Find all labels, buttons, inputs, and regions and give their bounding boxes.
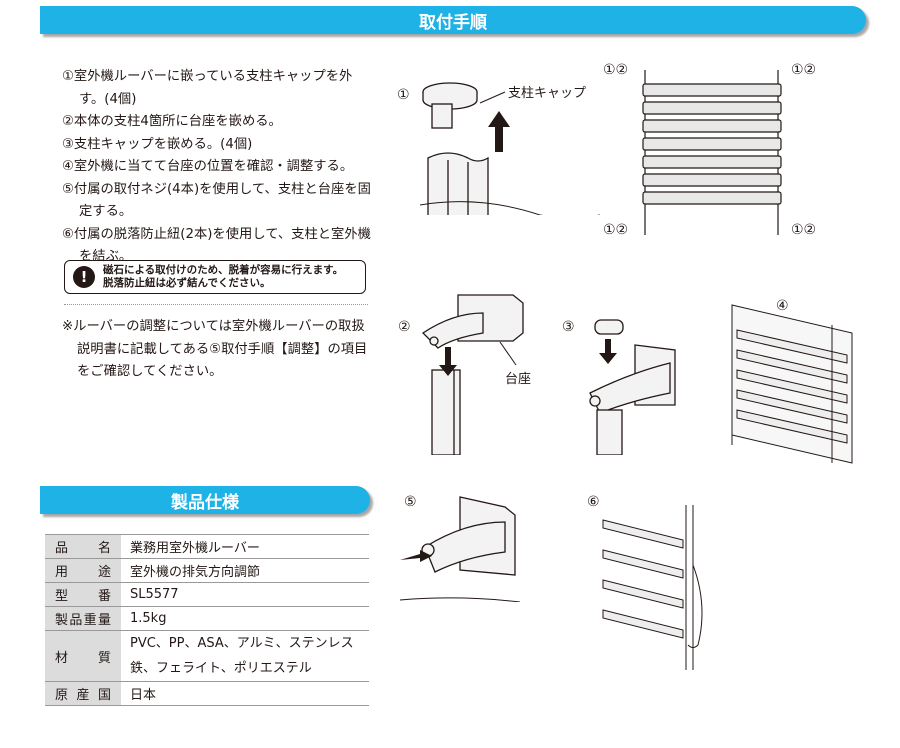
fig3-illustration xyxy=(589,319,676,455)
step-3: ③支柱キャップを嵌める。(4個) xyxy=(62,136,253,152)
step-5: ⑤付属の取付ネジ(4本)を使用して、支柱と台座を固定する。 xyxy=(62,181,371,220)
spec-value: PVC、PP、ASA、アルミ、ステンレス鉄、フェライト、ポリエステル xyxy=(121,630,369,682)
spec-key: 製品重量 xyxy=(45,606,121,631)
spec-row-origin: 原産国日本 xyxy=(45,681,369,706)
fig1-number: ① xyxy=(397,87,410,103)
warning-line-1: 磁石による取付けのため、脱着が容易に行えます。 xyxy=(103,264,344,276)
steps-header: 取付手順 xyxy=(40,6,866,34)
warning-text: 磁石による取付けのため、脱着が容易に行えます。 脱落防止紐は必ず結んでください。 xyxy=(103,264,343,290)
adjustment-note: ※ルーバーの調整については室外機ルーバーの取扱説明書に記載してある⑤取付手順【調… xyxy=(62,316,374,384)
fig6-number: ⑥ xyxy=(587,494,600,510)
spec-key: 型番 xyxy=(45,582,121,607)
exclamation-icon: ! xyxy=(73,266,95,288)
spec-value: 1.5kg xyxy=(121,606,369,631)
fig2-illustration xyxy=(421,294,524,455)
fig3-number: ③ xyxy=(562,319,575,335)
spec-key: 用途 xyxy=(45,558,121,583)
spec-key: 原産国 xyxy=(45,681,121,706)
spec-row-name: 品名業務用室外機ルーバー xyxy=(45,534,369,559)
step-2: ②本体の支柱4箇所に台座を嵌める。 xyxy=(62,114,282,129)
divider xyxy=(64,304,368,305)
fig4-number: ④ xyxy=(776,298,789,314)
warning-box: ! 磁石による取付けのため、脱着が容易に行えます。 脱落防止紐は必ず結んでくださ… xyxy=(64,260,366,294)
step-1: ①室外機ルーバーに嵌っている支柱キャップを外す。(4個) xyxy=(62,69,353,107)
spec-value: SL5577 xyxy=(121,582,369,607)
fig5-number: ⑤ xyxy=(404,494,417,510)
warning-line-2: 脱落防止紐は必ず結んでください。 xyxy=(103,277,271,289)
louver-corner-br: ①② xyxy=(791,222,817,238)
spec-row-use: 用途室外機の排気方向調節 xyxy=(45,558,369,583)
note-text: ※ルーバーの調整については室外機ルーバーの取扱説明書に記載してある⑤取付手順【調… xyxy=(62,319,368,379)
spec-key: 材質 xyxy=(45,630,121,682)
fig6-illustration xyxy=(602,505,703,670)
step-4: ④室外機に当てて台座の位置を確認・調整する。 xyxy=(62,159,354,174)
spec-row-material: 材質 PVC、PP、ASA、アルミ、ステンレス鉄、フェライト、ポリエステル xyxy=(45,630,369,682)
spec-value: 室外機の排気方向調節 xyxy=(121,558,369,583)
louver-front-illustration xyxy=(642,70,782,235)
spec-value: 日本 xyxy=(121,681,369,706)
louver-corner-tr: ①② xyxy=(791,62,817,78)
spec-header: 製品仕様 xyxy=(40,486,370,514)
fig1-illustration xyxy=(419,82,600,215)
fig5-illustration xyxy=(400,496,521,602)
spec-value: 業務用室外機ルーバー xyxy=(121,534,369,559)
louver-corner-bl: ①② xyxy=(603,222,629,238)
steps-list: ①室外機ルーバーに嵌っている支柱キャップを外す。(4個) ②本体の支柱4箇所に台… xyxy=(62,66,374,269)
spec-key: 品名 xyxy=(45,534,121,559)
base-label: 台座 xyxy=(505,372,532,387)
fig4-illustration xyxy=(731,304,853,464)
louver-corner-tl: ①② xyxy=(603,62,629,78)
fig2-number: ② xyxy=(398,319,411,335)
cap-label: 支柱キャップ xyxy=(508,86,587,101)
